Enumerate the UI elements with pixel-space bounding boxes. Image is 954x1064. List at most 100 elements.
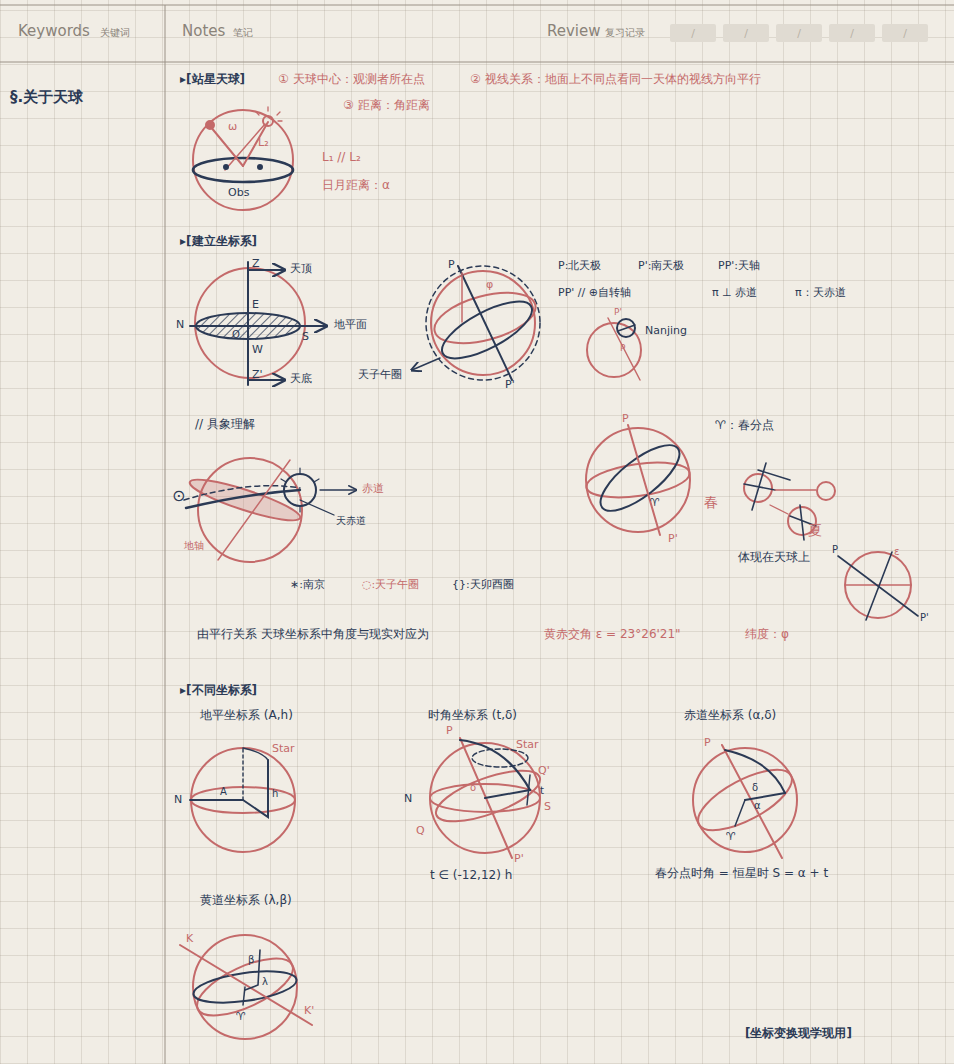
note-label: 复习记录 [605, 27, 645, 39]
note-label: δ [752, 782, 758, 794]
note-label: 地平面 [334, 318, 367, 331]
note-label: ▸[建立坐标系] [180, 234, 257, 248]
note-label: β [248, 954, 254, 966]
review-box: / [670, 24, 716, 42]
review-box: / [723, 24, 769, 42]
note-label: t ∈ (-12,12) h [430, 868, 512, 882]
note-label: δ [470, 782, 476, 794]
note-label: L₂ [258, 136, 269, 149]
note-label: ω [228, 120, 237, 133]
note-label: Obs [228, 186, 249, 199]
note-label: S [544, 800, 551, 813]
note-label: α [754, 800, 761, 812]
note-label: 赤道 [362, 482, 384, 495]
review-slash: / [850, 27, 854, 40]
note-label: A [220, 786, 227, 798]
note-label: Star [272, 742, 295, 755]
note-label: 由平行关系 天球坐标系中角度与现实对应为 [197, 627, 429, 641]
note-label: N [176, 318, 184, 331]
note-label: Q' [538, 764, 550, 777]
note-label: φ [486, 278, 493, 291]
note-label: 赤道坐标系 (α,δ) [684, 708, 776, 722]
note-label: 黄赤交角 ε = 23°26'21" [544, 627, 681, 641]
note-label: Z' [252, 368, 263, 381]
review-slash: / [797, 27, 801, 40]
note-label: ♈：春分点 [715, 418, 774, 432]
note-label: // 具象理解 [195, 417, 255, 431]
note-label: K [186, 932, 193, 945]
note-label: ▸[不同坐标系] [180, 683, 257, 697]
note-label: Z [252, 257, 260, 270]
note-label: π ⊥ 赤道 [712, 286, 757, 299]
note-label: 地平坐标系 (A,h) [200, 708, 293, 722]
note-label: N [404, 792, 412, 805]
note-label: 天顶 [290, 262, 312, 275]
note-label: ∗:南京 [290, 578, 325, 591]
note-label: §.关于天球 [10, 88, 83, 106]
note-label: ♈ [650, 496, 660, 509]
review-slash: / [903, 27, 907, 40]
review-slash: / [744, 27, 748, 40]
note-label: P' [614, 307, 622, 318]
note-label: 笔记 [233, 27, 253, 39]
review-box: / [776, 24, 822, 42]
note-label: 纬度：φ [745, 627, 789, 641]
note-label: P [704, 736, 711, 749]
note-label: ① 天球中心：观测者所在点 [278, 72, 425, 86]
note-label: Notes [182, 22, 225, 40]
note-label: Nanjing [645, 324, 687, 337]
note-label: P' [514, 852, 524, 865]
note-label: PP':天轴 [718, 259, 760, 272]
note-label: P [448, 258, 455, 271]
note-label: P [620, 343, 625, 354]
note-label: E [252, 298, 259, 311]
note-label: 时角坐标系 (t,δ) [428, 708, 517, 722]
note-label: 夏 [808, 522, 822, 539]
note-label: PP' // ⊕自转轴 [558, 286, 631, 299]
note-label: P' [505, 378, 515, 391]
note-label: ε [894, 546, 899, 558]
note-label: ♈ [726, 830, 736, 843]
note-label: ◌:天子午圈 [362, 578, 419, 591]
note-label: ③ 距离：角距离 [343, 98, 430, 112]
note-label: O [232, 329, 240, 341]
note-label: {}:天卯酉圈 [452, 578, 514, 591]
note-label: 天底 [290, 372, 312, 385]
note-label: 关键词 [100, 27, 130, 39]
note-label: 天子午圈 [358, 368, 402, 381]
note-label: K' [304, 1004, 314, 1017]
note-label: 天赤道 [336, 515, 366, 527]
note-label: 春 [704, 494, 718, 511]
review-box: / [829, 24, 875, 42]
note-label: N [174, 793, 182, 806]
note-label: Star [516, 738, 539, 751]
note-label: ② 视线关系：地面上不同点看同一天体的视线方向平行 [470, 72, 761, 86]
note-label: Q [416, 824, 425, 837]
note-label: P' [668, 532, 678, 545]
note-label: 体现在天球上 [738, 550, 810, 564]
note-label: t [540, 785, 544, 797]
note-label: ♈ [236, 1010, 246, 1023]
note-label: P':南天极 [638, 259, 684, 272]
note-label: S [302, 330, 309, 343]
review-slash: / [691, 27, 695, 40]
note-label: ▸[站星天球] [180, 72, 245, 86]
note-label: W [252, 343, 263, 356]
note-label: P:北天极 [558, 259, 601, 272]
note-label: P [622, 412, 629, 425]
note-label: L₁ // L₂ [322, 150, 361, 164]
note-label: P' [920, 612, 929, 624]
note-label: λ [262, 976, 268, 988]
note-label: [坐标变换现学现用] [745, 1026, 852, 1040]
note-label: 日月距离：α [322, 178, 390, 192]
note-label: ⊙ [172, 486, 185, 505]
note-label: Keywords [18, 22, 90, 40]
note-label: 春分点时角 = 恒星时 S = α + t [655, 866, 828, 880]
review-box: / [882, 24, 928, 42]
note-label: π：天赤道 [795, 286, 846, 299]
note-label: 黄道坐标系 (λ,β) [200, 893, 292, 907]
note-label: h [272, 788, 278, 800]
note-label: P [446, 724, 453, 737]
note-label: 地轴 [184, 540, 204, 552]
note-label: P [832, 544, 838, 556]
